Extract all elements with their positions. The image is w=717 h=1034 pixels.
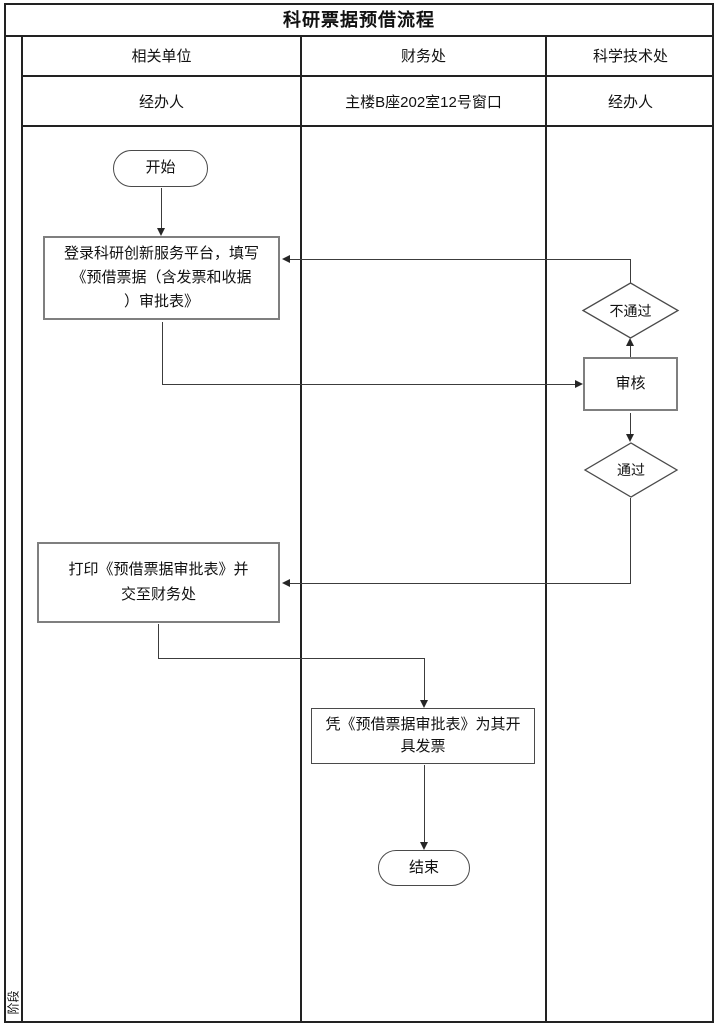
lane1-dept-label: 相关单位 — [131, 48, 192, 65]
lane3-role-label: 经办人 — [607, 93, 653, 111]
node-pass-label: 通过 — [617, 462, 645, 478]
arrowhead-into-fillform-right — [282, 255, 290, 263]
node-issue-invoice-line2: 具发票 — [400, 738, 446, 755]
lane-header-role-2: 主楼B座202室12号窗口 — [302, 77, 545, 125]
node-fill-form: 登录科研创新服务平台，填写 《预借票据（含发票和收据 ）审批表》 — [43, 236, 280, 320]
connector-invoice-end — [424, 765, 425, 842]
arrowhead-into-review-left — [575, 380, 583, 388]
connector-reject-left — [290, 259, 631, 260]
node-pass-diamond — [583, 442, 679, 498]
arrowhead-into-end-top — [420, 842, 428, 850]
connector-printform-down2 — [424, 658, 425, 700]
lane-divider-1 — [300, 35, 302, 1023]
title-bottom-line — [4, 35, 714, 37]
phase-band-label: 阶段 — [3, 982, 22, 1022]
node-reject-label: 不通过 — [609, 302, 652, 319]
header-row2-bottom-line — [21, 125, 714, 127]
connector-review-reject — [630, 346, 631, 357]
phase-column-divider — [21, 35, 23, 1023]
lane-header-dept-3: 科学技术处 — [547, 36, 714, 75]
node-fill-form-line1: 登录科研创新服务平台，填写 — [63, 244, 259, 262]
node-end: 结束 — [378, 850, 470, 886]
node-print-form: 打印《预借票据审批表》并 交至财务处 — [37, 542, 280, 623]
page-title: 科研票据预借流程 — [4, 3, 714, 35]
lane3-dept-label: 科学技术处 — [592, 48, 668, 65]
connector-pass-left — [290, 583, 631, 584]
lane-divider-2 — [545, 35, 547, 1023]
table-outer-border — [4, 3, 714, 1023]
node-issue-invoice: 凭《预借票据审批表》为其开 具发票 — [311, 708, 535, 764]
lane2-dept-label: 财务处 — [400, 48, 446, 65]
arrowhead-into-pass-top — [626, 434, 634, 442]
lane-header-dept-1: 相关单位 — [23, 36, 300, 75]
connector-fillform-right — [162, 384, 575, 385]
lane-header-dept-2: 财务处 — [302, 36, 545, 75]
node-reject-diamond — [581, 282, 680, 339]
lane1-role-label: 经办人 — [138, 93, 184, 111]
connector-reject-up — [630, 259, 631, 283]
node-review-label: 审核 — [615, 374, 646, 392]
node-print-form-line1: 打印《预借票据审批表》并 — [68, 561, 249, 579]
node-start: 开始 — [113, 150, 208, 187]
connector-printform-down — [158, 624, 159, 658]
lane-header-role-3: 经办人 — [547, 77, 714, 125]
node-end-label: 结束 — [408, 858, 439, 876]
node-review: 审核 — [583, 357, 678, 411]
page-title-text: 科研票据预借流程 — [283, 10, 435, 30]
node-issue-invoice-line1: 凭《预借票据审批表》为其开 — [325, 715, 521, 733]
phase-band-text: 阶段 — [6, 989, 21, 1015]
arrowhead-into-invoice-top — [420, 700, 428, 708]
connector-start-fillform — [161, 188, 162, 229]
header-row1-bottom-line — [21, 75, 714, 77]
arrowhead-into-fillform-top — [157, 228, 165, 236]
connector-review-pass — [630, 413, 631, 434]
node-print-form-line2: 交至财务处 — [120, 585, 196, 603]
node-pass: 通过 — [583, 441, 679, 499]
connector-pass-down — [630, 498, 631, 583]
connector-printform-right — [158, 658, 425, 659]
connector-fillform-down — [162, 322, 163, 384]
lane-header-role-1: 经办人 — [23, 77, 300, 125]
node-fill-form-line2: 《预借票据（含发票和收据 — [71, 268, 252, 286]
node-fill-form-line3: ）审批表》 — [123, 293, 199, 311]
lane2-role-label: 主楼B座202室12号窗口 — [345, 93, 502, 111]
arrowhead-into-printform-right — [282, 579, 290, 587]
node-start-label: 开始 — [145, 159, 176, 177]
arrowhead-into-reject-bottom — [626, 338, 634, 346]
node-reject: 不通过 — [581, 281, 680, 340]
